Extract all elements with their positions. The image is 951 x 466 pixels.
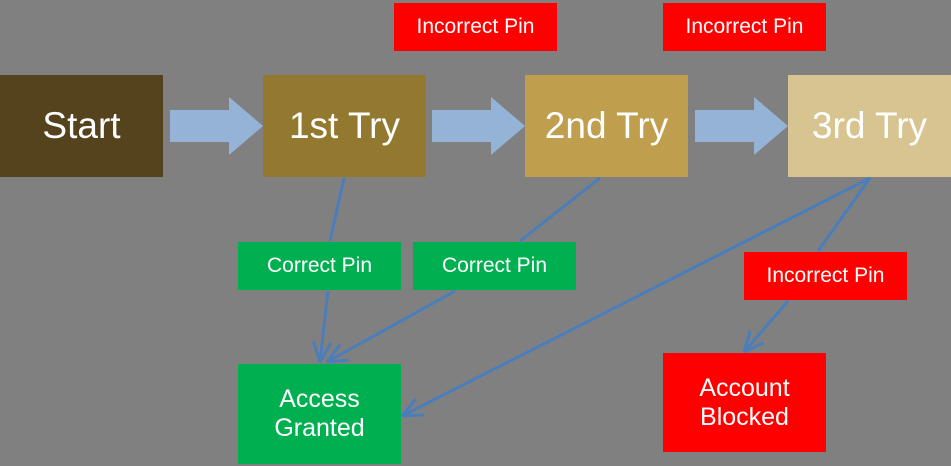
node-blocked[interactable]: Account Blocked [663,353,826,452]
node-try3[interactable]: 3rd Try [788,75,951,177]
node-try2[interactable]: 2nd Try [525,75,688,177]
node-try1[interactable]: 1st Try [263,75,426,177]
node-incorrect3[interactable]: Incorrect Pin [744,252,907,300]
connector-incorrect3-to-blocked [742,300,790,354]
connector-try3-incorrect-pin [816,177,872,252]
node-correct2[interactable]: Correct Pin [413,242,576,290]
connector-try1-correct-pin [328,177,346,242]
block-arrow-start-to-try1 [170,97,263,155]
node-granted[interactable]: Access Granted [238,364,401,464]
connector-correct1-to-granted [311,290,333,363]
connector-try2-correct-pin [519,176,601,243]
block-arrow-try2-to-try3 [695,97,788,155]
node-incorrect1[interactable]: Incorrect Pin [394,3,557,51]
block-arrow-try1-to-try2 [432,97,525,155]
node-start[interactable]: Start [0,75,163,177]
node-correct1[interactable]: Correct Pin [238,242,401,290]
node-incorrect2[interactable]: Incorrect Pin [663,3,826,51]
connector-correct2-to-granted [325,289,456,364]
